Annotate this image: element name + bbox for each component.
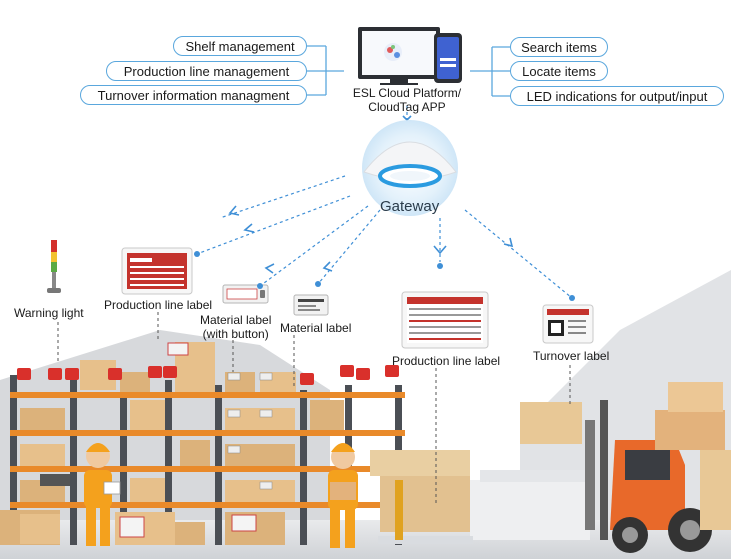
turnover-label-caption: Turnover label [533, 349, 610, 363]
platform-caption-line1: ESL Cloud Platform/ [352, 86, 462, 100]
feature-turnover-information: Turnover information managment [80, 85, 307, 105]
production-line-label-device-1 [121, 247, 193, 295]
feature-connectors [307, 45, 510, 97]
worker-left [40, 443, 121, 546]
forklift [520, 382, 731, 553]
feature-shelf-management: Shelf management [173, 36, 307, 56]
platform-caption: ESL Cloud Platform/ CloudTag APP [340, 86, 474, 114]
gateway-device [362, 120, 458, 216]
material-label-device [293, 294, 329, 316]
production-line-label-device-2 [401, 291, 489, 349]
gateway-label: Gateway [380, 198, 440, 215]
material-label-button-caption: Material label (with button) [200, 313, 271, 341]
link-endpoints [194, 251, 575, 301]
feature-search-items: Search items [510, 37, 608, 57]
device-leaders [57, 312, 571, 505]
material-label-caption: Material label [280, 321, 352, 335]
platform-caption-line2: CloudTag APP [368, 100, 446, 114]
warning-light-label: Warning light [14, 306, 84, 320]
shelf-lights [17, 365, 399, 385]
feature-production-line-management: Production line management [106, 61, 307, 81]
pallet-boxes [370, 450, 473, 544]
material-label-button-device [222, 284, 269, 304]
feature-led-indications: LED indications for output/input [510, 86, 724, 106]
production-line-label-1-caption: Production line label [104, 298, 213, 312]
platform-devices [358, 27, 462, 85]
feature-locate-items: Locate items [510, 61, 608, 81]
turnover-label-device [542, 304, 594, 344]
warning-light-device [47, 240, 61, 293]
production-line-label-2-caption: Production line label [392, 354, 501, 368]
worker-right [328, 443, 358, 548]
material-label-button-caption-line2: (with button) [202, 327, 269, 341]
material-label-button-caption-line1: Material label [200, 313, 272, 327]
